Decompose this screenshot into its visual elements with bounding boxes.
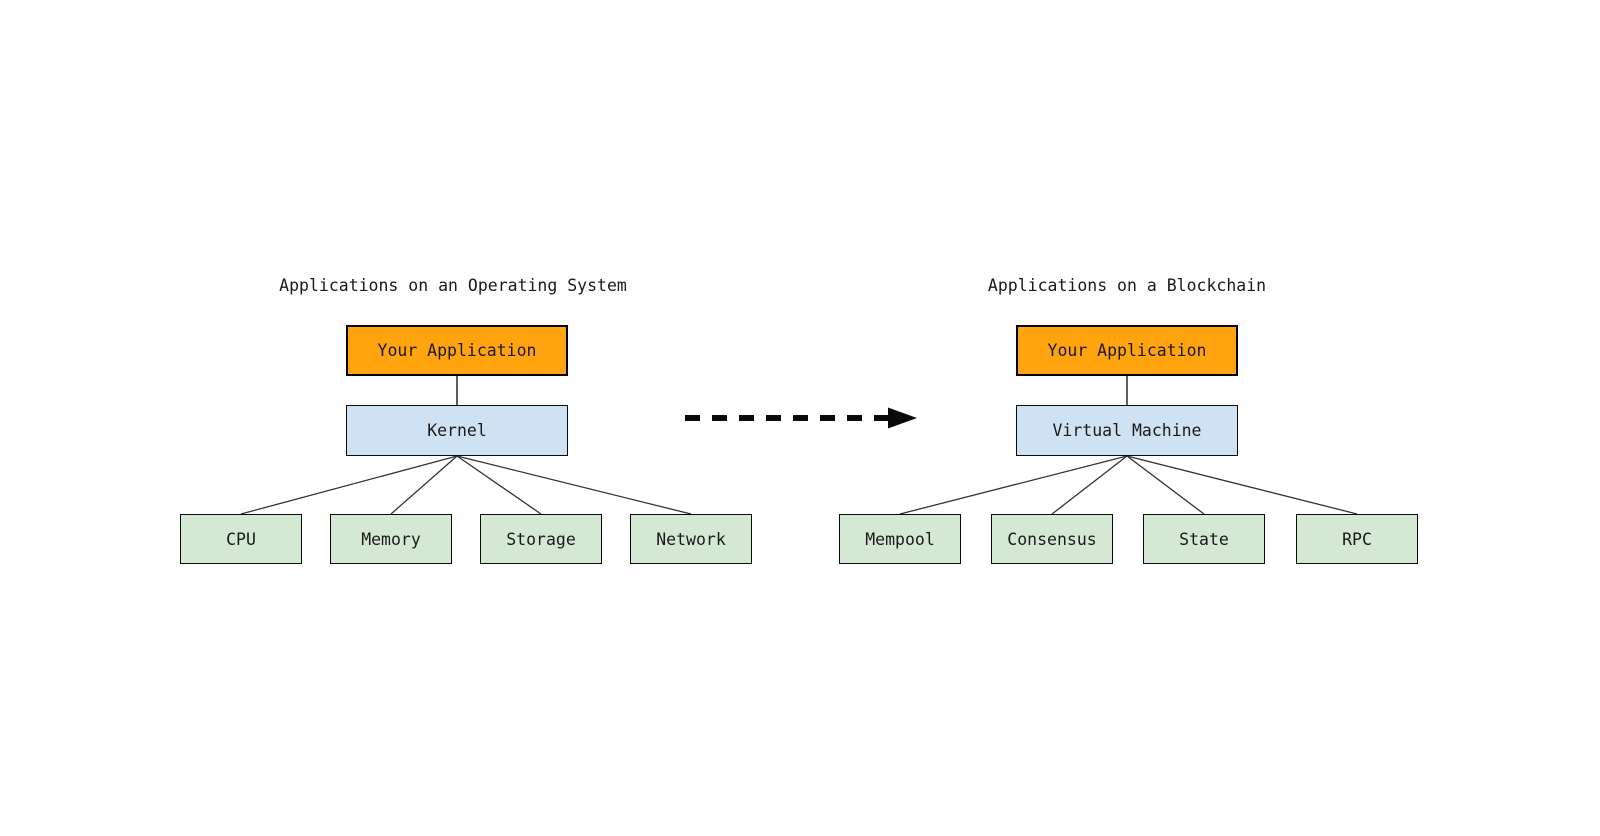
mempool-node: Mempool — [839, 514, 961, 564]
state-node: State — [1143, 514, 1265, 564]
left-fan-line-memory — [390, 455, 458, 515]
right-group-title: Applications on a Blockchain — [987, 276, 1267, 295]
storage-label: Storage — [506, 529, 576, 549]
memory-label: Memory — [361, 529, 421, 549]
right-your-application-label: Your Application — [1047, 341, 1207, 360]
left-fan-line-cpu — [240, 455, 458, 515]
right-your-application-node: Your Application — [1016, 325, 1238, 376]
left-group-title: Applications on an Operating System — [279, 276, 627, 295]
storage-node: Storage — [480, 514, 602, 564]
right-fan-line-mempool — [899, 455, 1128, 515]
left-fan-line-network — [456, 455, 692, 515]
virtual-machine-label: Virtual Machine — [1052, 421, 1202, 440]
consensus-node: Consensus — [991, 514, 1113, 564]
right-fan-line-consensus — [1051, 455, 1128, 515]
left-fan-line-storage — [456, 455, 542, 515]
consensus-label: Consensus — [1007, 529, 1097, 549]
left-your-application-label: Your Application — [377, 341, 537, 360]
network-node: Network — [630, 514, 752, 564]
cpu-label: CPU — [226, 529, 256, 549]
rpc-label: RPC — [1342, 529, 1372, 549]
left-your-application-node: Your Application — [346, 325, 568, 376]
state-label: State — [1179, 529, 1229, 549]
kernel-node: Kernel — [346, 405, 568, 456]
memory-node: Memory — [330, 514, 452, 564]
dashed-arrow-right-icon — [685, 407, 917, 429]
dashed-arrow-head — [888, 407, 917, 429]
rpc-node: RPC — [1296, 514, 1418, 564]
right-fan-line-state — [1126, 455, 1205, 515]
kernel-label: Kernel — [427, 421, 487, 440]
network-label: Network — [656, 529, 726, 549]
cpu-node: CPU — [180, 514, 302, 564]
virtual-machine-node: Virtual Machine — [1016, 405, 1238, 456]
right-fan-line-rpc — [1126, 455, 1358, 515]
mempool-label: Mempool — [865, 529, 935, 549]
